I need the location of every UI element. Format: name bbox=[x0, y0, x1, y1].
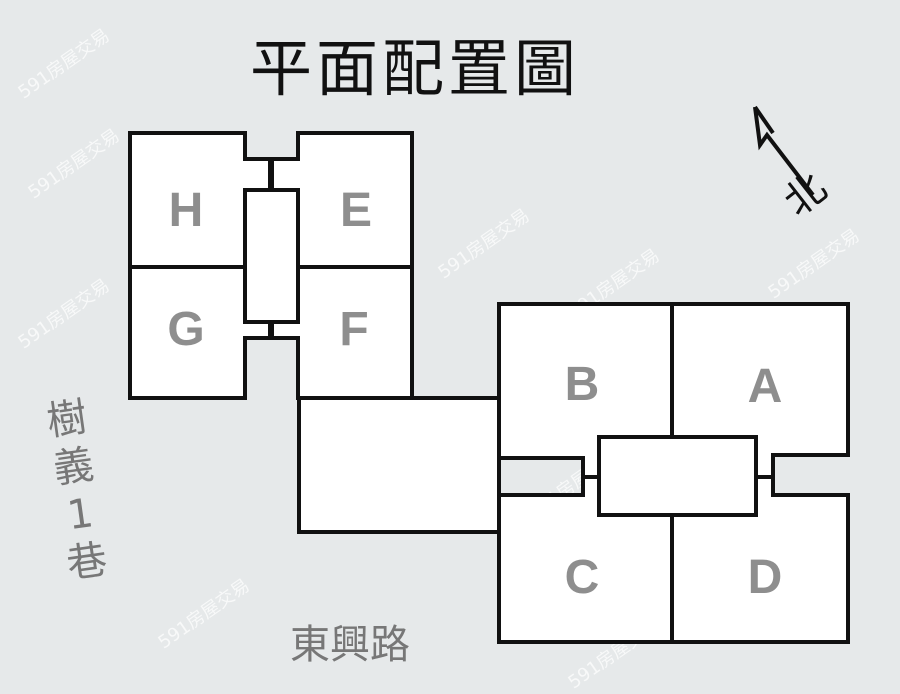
core-left bbox=[243, 188, 300, 324]
lane-char: 巷 bbox=[64, 536, 111, 588]
unit-label-e: E bbox=[340, 184, 372, 237]
unit-label-f: F bbox=[339, 303, 368, 356]
lane-char: 義 bbox=[50, 441, 97, 493]
lane-char: 樹 bbox=[43, 394, 90, 446]
north-arrow: 北 bbox=[735, 95, 855, 226]
lane-char: 1 bbox=[64, 490, 97, 540]
unit-label-a: A bbox=[748, 360, 783, 413]
unit-label-h: H bbox=[169, 184, 204, 237]
unit-label-g: G bbox=[167, 303, 204, 356]
unit-label-c: C bbox=[565, 551, 600, 604]
page-title: 平面配置圖 bbox=[250, 32, 581, 105]
street-label-main: 東興路 bbox=[290, 622, 410, 668]
unit-label-b: B bbox=[565, 358, 600, 411]
core-right bbox=[597, 435, 758, 517]
unit-label-d: D bbox=[748, 551, 783, 604]
connector-area bbox=[297, 396, 501, 534]
north-arrow-icon bbox=[753, 105, 815, 197]
